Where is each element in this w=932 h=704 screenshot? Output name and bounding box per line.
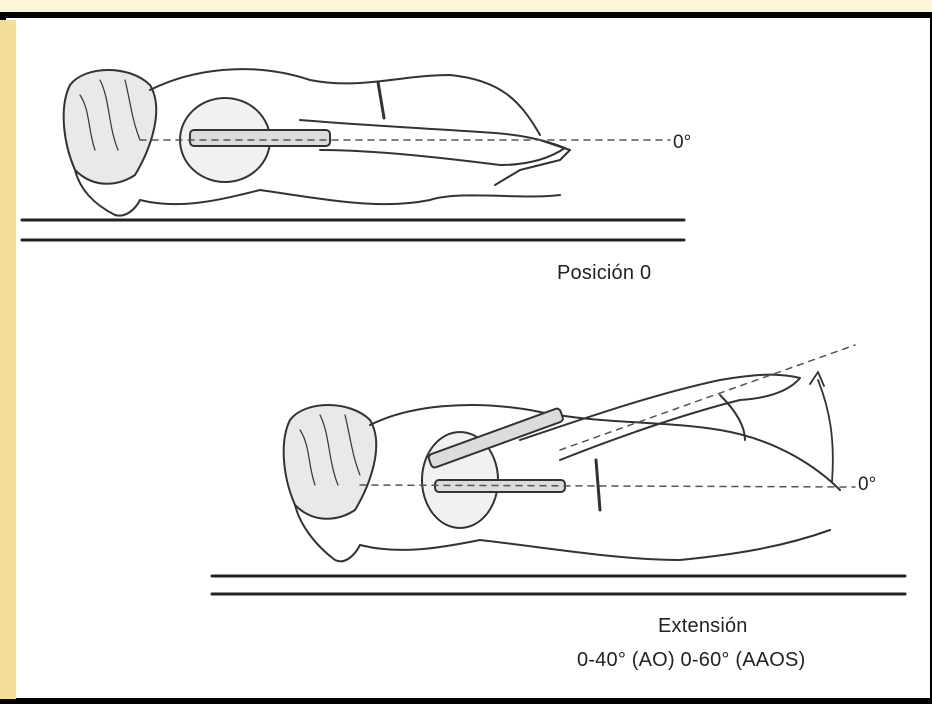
bottom-figure bbox=[212, 345, 905, 594]
top-figure bbox=[22, 69, 684, 240]
caption-extension: Extensión bbox=[658, 615, 748, 638]
bottom-chest bbox=[360, 530, 830, 560]
caption-extension-range: 0-40° (AO) 0-60° (AAOS) bbox=[577, 649, 805, 672]
bottom-waist bbox=[596, 460, 600, 510]
top-hair bbox=[64, 70, 157, 184]
top-chest bbox=[140, 190, 560, 204]
bottom-angle-label: 0° bbox=[858, 474, 876, 496]
top-angle-label: 0° bbox=[673, 132, 691, 154]
bottom-hair bbox=[284, 405, 377, 519]
bottom-angle-arrowhead bbox=[810, 372, 824, 386]
caption-posicion-0: Posición 0 bbox=[557, 262, 651, 285]
top-waist bbox=[378, 82, 384, 118]
top-goniometer-arm bbox=[190, 130, 330, 146]
bottom-extension-line bbox=[560, 345, 855, 450]
top-arm bbox=[300, 120, 565, 165]
bottom-angle-arc bbox=[818, 380, 833, 482]
